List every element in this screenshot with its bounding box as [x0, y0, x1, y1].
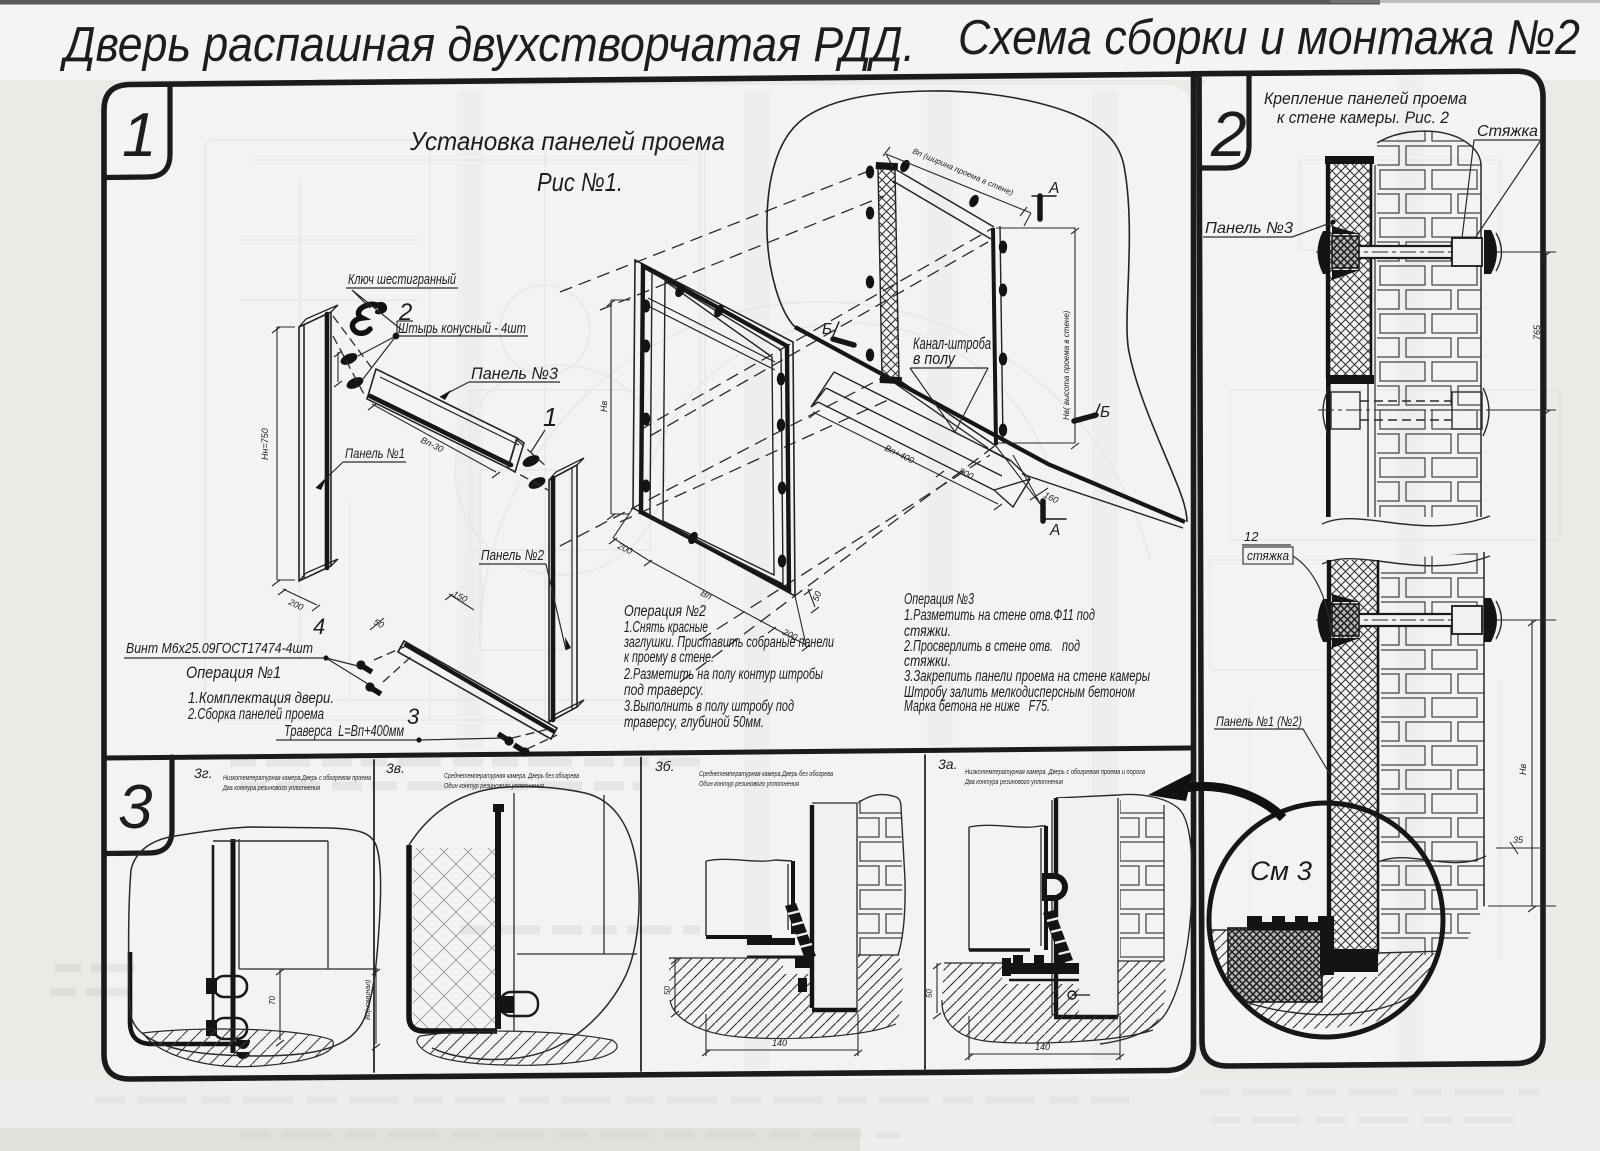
svg-text:Канал-штроба: Канал-штроба [913, 334, 991, 353]
svg-text:50: 50 [663, 986, 672, 995]
svg-text:Среднетемпературная камера.Две: Среднетемпературная камера.Дверь без обо… [699, 769, 833, 778]
svg-text:Марка бетона не ниже F75.: Марка бетона не ниже F75. [904, 698, 1050, 715]
svg-text:1.Комплектация двери.: 1.Комплектация двери. [188, 690, 334, 707]
svg-text:Низкотемпературная камера.Двер: Низкотемпературная камера.Дверь с обогре… [223, 773, 371, 782]
svg-text:50: 50 [925, 989, 934, 998]
svg-text:2.Разметить на полу контур штр: 2.Разметить на полу контур штробы [623, 666, 823, 683]
svg-text:Среднетемпературная камера. Дв: Среднетемпературная камера. Дверь без об… [444, 771, 579, 780]
svg-text:3г.: 3г. [194, 765, 213, 781]
svg-text:Низкотемпературная камера. Две: Низкотемпературная камера. Дверь с обогр… [965, 767, 1145, 776]
svg-text:3.Выполнить в полу штробу под: 3.Выполнить в полу штробу под [624, 698, 794, 715]
svg-text:3.Закрепить панели проема на с: 3.Закрепить панели проема на стене камер… [904, 668, 1150, 685]
svg-text:А: А [1049, 522, 1060, 539]
svg-text:Схема сборки и монтажа №2: Схема сборки и монтажа №2 [958, 11, 1580, 65]
svg-text:Два контура резинового уплотне: Два контура резинового уплотнения [964, 777, 1063, 786]
svg-text:3в.: 3в. [386, 760, 405, 776]
svg-text:траверсу, глубиной 50мм.: траверсу, глубиной 50мм. [624, 714, 764, 731]
svg-text:Штробу залить мелкодисперсным: Штробу залить мелкодисперсным бетоном [904, 684, 1135, 701]
svg-text:Панель №1: Панель №1 [345, 445, 405, 461]
svg-text:заглушки. Приставить собраные: заглушки. Приставить собраные панели [623, 634, 834, 651]
svg-text:в полу: в полу [913, 349, 956, 368]
svg-text:12: 12 [1244, 529, 1259, 544]
svg-text:Штырь конусный - 4шт: Штырь конусный - 4шт [398, 320, 526, 337]
svg-text:стяжка: стяжка [1247, 548, 1289, 563]
svg-text:70: 70 [268, 996, 277, 1005]
svg-text:Нв: Нв [1518, 764, 1528, 775]
svg-text:1.Разметить на стене отв.Ф11 п: 1.Разметить на стене отв.Ф11 под [904, 607, 1095, 624]
svg-text:2.Просверлить в стене отв. п: 2.Просверлить в стене отв. под [903, 638, 1080, 655]
svg-text:Нв( высота проема в стене): Нв( высота проема в стене) [1062, 310, 1071, 420]
svg-text:А: А [1048, 180, 1059, 197]
svg-text:под траверсу.: под траверсу. [624, 682, 704, 699]
svg-text:35: 35 [1513, 835, 1524, 845]
svg-text:Один контур резинового уплотне: Один контур резинового уплотнения [699, 779, 799, 788]
svg-text:140: 140 [772, 1038, 787, 1048]
svg-text:1: 1 [543, 402, 557, 432]
svg-text:См 3: См 3 [1250, 856, 1312, 886]
svg-text:3б.: 3б. [655, 758, 675, 774]
svg-text:Вп: Вп [699, 588, 713, 602]
svg-text:Панель №3: Панель №3 [1205, 220, 1293, 237]
svg-text:Б: Б [822, 321, 832, 338]
svg-text:Нн=750: Нн=750 [260, 428, 270, 460]
svg-text:1: 1 [122, 101, 156, 170]
svg-text:2: 2 [1210, 98, 1247, 170]
svg-text:80(номинал): 80(номинал) [365, 980, 372, 1021]
svg-text:к стене камеры. Рис. 2: к стене камеры. Рис. 2 [1277, 108, 1450, 127]
svg-text:Панель №3: Панель №3 [471, 364, 559, 383]
svg-text:Два контура резинового уплотне: Два контура резинового уплотнения [222, 783, 320, 792]
svg-text:Ключ шестигранный: Ключ шестигранный [348, 271, 456, 288]
svg-text:Нв: Нв [599, 401, 609, 412]
svg-text:140: 140 [1035, 1042, 1050, 1052]
svg-text:3: 3 [118, 773, 152, 842]
svg-text:Траверса L=Вп+400мм: Траверса L=Вп+400мм [284, 723, 404, 740]
svg-text:Рис №1.: Рис №1. [537, 167, 623, 197]
svg-text:2.Сборка панелей проема: 2.Сборка панелей проема [187, 706, 324, 723]
svg-text:Операция №3: Операция №3 [904, 591, 974, 608]
svg-text:Один контур резинового уплотне: Один контур резинового уплотнения [444, 781, 544, 790]
svg-text:50: 50 [372, 617, 385, 630]
svg-text:Операция №1: Операция №1 [186, 664, 281, 682]
svg-text:к проему в стене.: к проему в стене. [624, 649, 714, 666]
svg-text:765: 765 [1532, 324, 1542, 340]
svg-text:стяжки.: стяжки. [904, 653, 951, 670]
svg-text:стяжки.: стяжки. [904, 623, 951, 640]
svg-text:Дверь распашная двухстворчатая: Дверь распашная двухстворчатая РДД. [59, 18, 915, 72]
svg-text:Операция №2: Операция №2 [624, 603, 706, 620]
svg-text:2: 2 [398, 299, 412, 326]
svg-text:3а.: 3а. [938, 756, 957, 772]
svg-text:Крепление панелей проема: Крепление панелей проема [1264, 89, 1467, 108]
svg-text:Установка панелей проема: Установка панелей проема [409, 126, 725, 156]
svg-text:50: 50 [810, 590, 823, 603]
svg-text:1.Снять красные: 1.Снять красные [624, 619, 708, 636]
svg-text:Стяжка: Стяжка [1477, 123, 1538, 140]
svg-text:Винт М6х25.09ГОСТ17474-4шт: Винт М6х25.09ГОСТ17474-4шт [126, 640, 313, 657]
svg-text:3: 3 [407, 704, 420, 729]
svg-text:Б: Б [1100, 404, 1110, 421]
svg-text:4: 4 [313, 614, 325, 639]
svg-text:Панель №1 (№2): Панель №1 (№2) [1216, 713, 1302, 729]
svg-text:Панель №2: Панель №2 [481, 547, 545, 564]
